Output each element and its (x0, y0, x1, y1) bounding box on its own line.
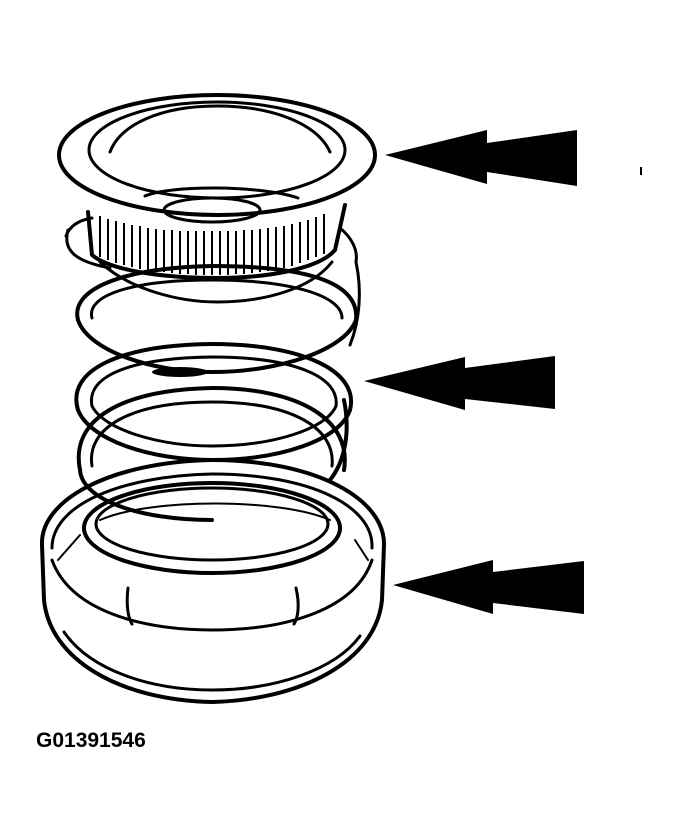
coil-spring (65, 228, 361, 575)
figure-id-caption: G01391546 (36, 729, 146, 752)
arrow-lower-seat (393, 560, 584, 614)
arrow-upper-seat (385, 130, 577, 186)
arrow-coil-spring (364, 356, 555, 410)
upper-spring-seat (57, 93, 377, 304)
lower-spring-seat (39, 458, 387, 704)
